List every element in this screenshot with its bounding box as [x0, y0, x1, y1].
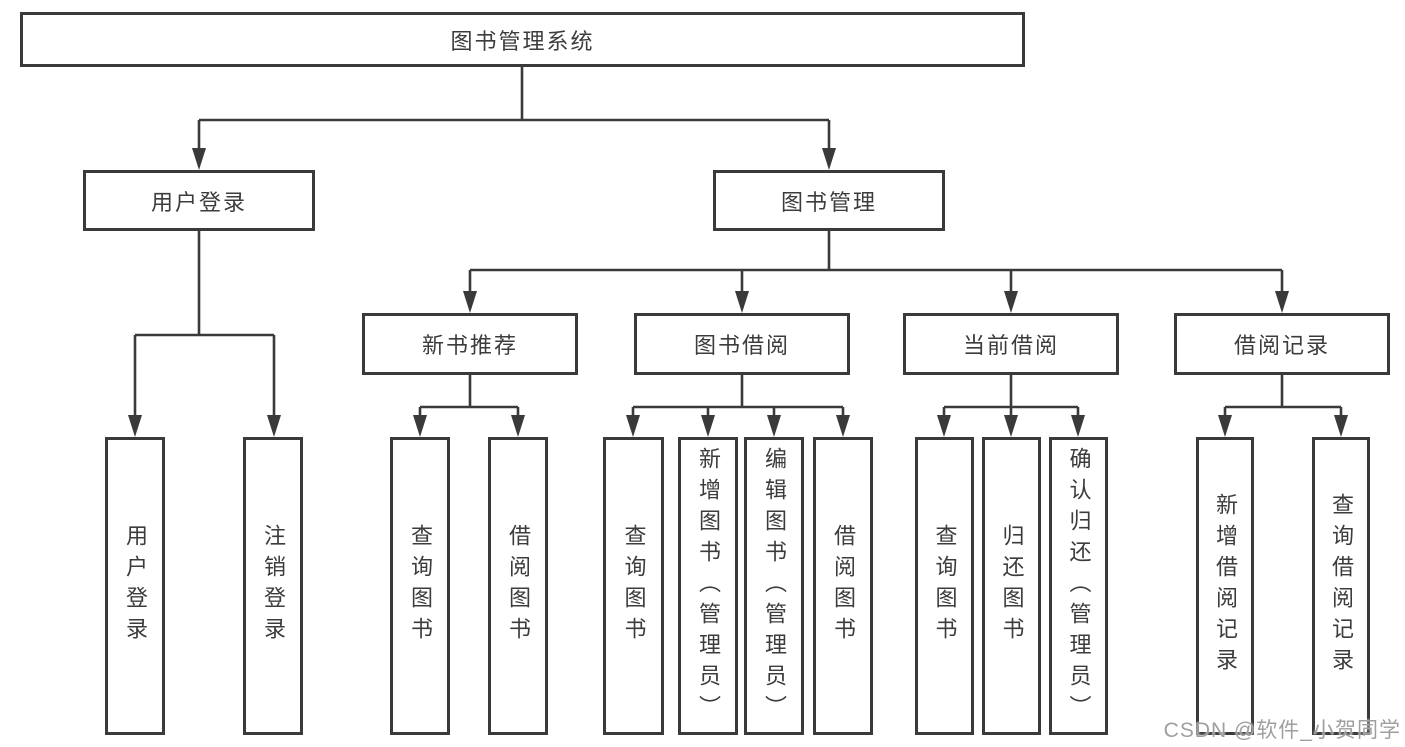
node-book-borrow: 图书借阅	[634, 313, 850, 375]
node-query-borrow-record-label: 查询借阅记录	[1329, 493, 1354, 679]
node-user-login-group: 用户登录	[83, 170, 315, 231]
node-edit-book-admin-label: 编辑图书（管理员）	[762, 446, 787, 726]
node-borrow-query-books: 查询图书	[603, 437, 664, 735]
node-user-login: 用户登录	[105, 437, 165, 735]
node-new-book-recommend-label: 新书推荐	[421, 333, 518, 358]
node-logout: 注销登录	[243, 437, 303, 735]
node-new-book-recommend: 新书推荐	[362, 313, 578, 375]
node-library-system: 图书管理系统	[20, 12, 1025, 67]
node-current-query-books-label: 查询图书	[932, 524, 958, 648]
node-borrow-borrow-books: 借阅图书	[813, 437, 873, 735]
node-add-book-admin-label: 新增图书（管理员）	[696, 446, 721, 726]
node-recommend-borrow-books-label: 借阅图书	[506, 524, 531, 648]
node-add-book-admin: 新增图书（管理员）	[678, 437, 738, 735]
node-current-borrow: 当前借阅	[903, 313, 1119, 375]
node-book-management-label: 图书管理	[780, 189, 877, 215]
node-borrow-query-books-label: 查询图书	[621, 524, 647, 648]
node-edit-book-admin: 编辑图书（管理员）	[744, 437, 804, 735]
node-borrow-records: 借阅记录	[1174, 313, 1390, 375]
arrowheads	[128, 148, 1348, 437]
node-book-management: 图书管理	[713, 170, 945, 231]
node-add-borrow-record-label: 新增借阅记录	[1213, 493, 1238, 679]
node-confirm-return-admin: 确认归还（管理员）	[1049, 437, 1108, 735]
node-confirm-return-admin-label: 确认归还（管理员）	[1066, 446, 1092, 726]
node-logout-label: 注销登录	[261, 524, 286, 648]
node-recommend-query-books: 查询图书	[390, 437, 450, 735]
node-return-books: 归还图书	[982, 437, 1041, 735]
csdn-watermark: CSDN @软件_小贺同学	[1163, 719, 1401, 742]
node-return-books-label: 归还图书	[999, 524, 1025, 648]
node-current-query-books: 查询图书	[915, 437, 974, 735]
node-borrow-records-label: 借阅记录	[1233, 333, 1330, 358]
node-user-login-group-label: 用户登录	[150, 189, 247, 215]
node-query-borrow-record: 查询借阅记录	[1312, 437, 1370, 735]
node-borrow-borrow-books-label: 借阅图书	[831, 524, 856, 648]
node-add-borrow-record: 新增借阅记录	[1196, 437, 1254, 735]
node-book-borrow-label: 图书借阅	[693, 333, 790, 358]
node-library-system-label: 图书管理系统	[450, 28, 595, 54]
node-user-login-label: 用户登录	[123, 524, 148, 648]
node-recommend-query-books-label: 查询图书	[408, 524, 433, 648]
node-recommend-borrow-books: 借阅图书	[488, 437, 548, 735]
node-current-borrow-label: 当前借阅	[962, 333, 1059, 358]
